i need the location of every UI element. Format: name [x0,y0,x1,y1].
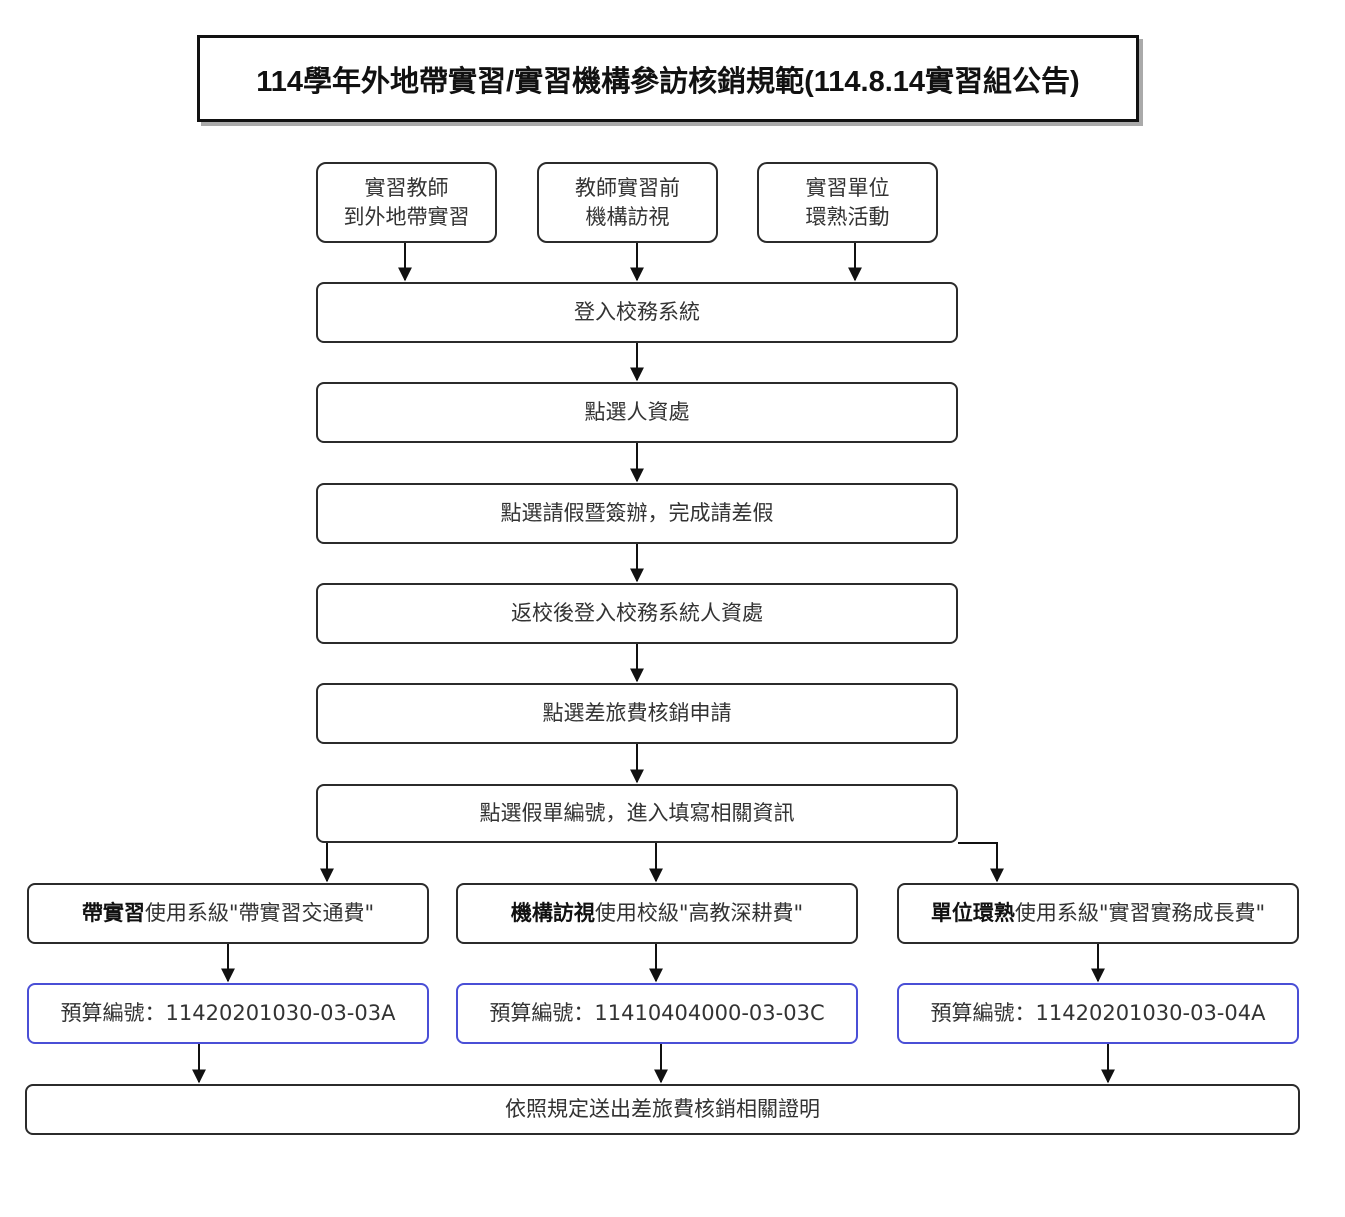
budget-institution-visit: 預算編號：11410404000-03-03C [456,983,858,1044]
budget-label: 預算編號：11410404000-03-03C [489,1001,825,1025]
arrow-step6-branch3 [958,842,1004,883]
budget-internship: 預算編號：11420201030-03-03A [27,983,429,1044]
step-label: 點選人資處 [584,400,690,424]
source-teacher-visit: 教師實習前機構訪視 [537,162,718,243]
branch-text: 使用系級"帶實習交通費" [144,901,375,925]
step-select-leave-number: 點選假單編號，進入填寫相關資訊 [316,784,958,843]
source-line2: 環熟活動 [805,204,890,229]
branch-bold: 帶實習 [81,901,145,925]
budget-label: 預算編號：11420201030-03-03A [60,1001,396,1025]
source-line2: 機構訪視 [585,204,670,229]
step-label: 登入校務系統 [574,300,700,324]
final-step: 依照規定送出差旅費核銷相關證明 [25,1084,1300,1135]
step-hr-office: 點選人資處 [316,382,958,443]
branch-text: 使用校級"高教深耕費" [594,901,804,925]
final-label: 依照規定送出差旅費核銷相關證明 [505,1097,820,1121]
budget-unit-familiarization: 預算編號：11420201030-03-04A [897,983,1299,1044]
step-return-login: 返校後登入校務系統人資處 [316,583,958,644]
branch-internship: 帶實習使用系級"帶實習交通費" [27,883,429,944]
step-leave-request: 點選請假暨簽辦，完成請差假 [316,483,958,544]
step-travel-claim: 點選差旅費核銷申請 [316,683,958,744]
branch-text: 使用系級"實習實務成長費" [1014,901,1266,925]
source-line1: 教師實習前 [575,175,680,200]
source-unit-activity: 實習單位環熟活動 [757,162,938,243]
branch-unit-familiarization: 單位環熟使用系級"實習實務成長費" [897,883,1299,944]
source-line2: 到外地帶實習 [343,204,470,229]
branch-bold: 單位環熟 [930,901,1015,925]
step-label: 點選差旅費核銷申請 [542,701,732,725]
step-label: 點選假單編號，進入填寫相關資訊 [479,801,795,825]
step-login: 登入校務系統 [316,282,958,343]
step-label: 點選請假暨簽辦，完成請差假 [500,501,774,525]
source-intern-teacher: 實習教師到外地帶實習 [316,162,497,243]
branch-institution-visit: 機構訪視使用校級"高教深耕費" [456,883,858,944]
step-label: 返校後登入校務系統人資處 [511,601,763,625]
source-line1: 實習單位 [805,175,890,200]
branch-bold: 機構訪視 [510,901,595,925]
source-line1: 實習教師 [364,175,449,200]
diagram-title: 114學年外地帶實習/實習機構參訪核銷規範(114.8.14實習組公告) [197,35,1139,122]
budget-label: 預算編號：11420201030-03-04A [930,1001,1266,1025]
